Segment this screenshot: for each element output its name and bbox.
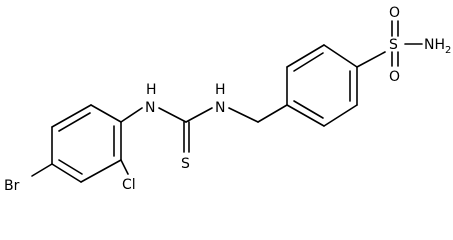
left-nh-n-label: N [145, 100, 155, 116]
molecule-diagram: Br Cl H N S H N O S O NH2 [4, 5, 451, 192]
chlorine-label: Cl [122, 177, 136, 192]
ring1-bond-1 [90, 104, 122, 123]
amine-subscript: 2 [445, 45, 451, 56]
sulfonyl-oxygen-top-label: O [389, 5, 400, 21]
benzenesulfonamide-ring [286, 44, 358, 127]
sulfonyl-sulfur-label: S [389, 37, 398, 53]
nh-to-c-bond [158, 107, 187, 123]
ring1-double-1 [58, 112, 91, 132]
right-nh-n-label: N [215, 100, 225, 116]
ring2-double-3 [293, 100, 324, 119]
nh-to-ch2-bond [228, 107, 259, 123]
ring2-bond-6 [286, 104, 325, 127]
ring2-bond-2 [286, 44, 325, 68]
right-nh-h-label: H [215, 82, 226, 98]
ring2-double-1 [293, 52, 324, 72]
ring-to-s-bond [356, 51, 386, 68]
bromochlorophenyl-ring [51, 104, 122, 183]
thione-sulfur-label: S [181, 156, 190, 172]
left-nh-h-label: H [146, 82, 157, 98]
sulfonyl-oxygen-bottom-label: O [389, 69, 400, 85]
ring1-double-2 [58, 159, 83, 175]
ring-to-nh-bond [120, 107, 143, 123]
ring1-bond-4 [51, 163, 82, 183]
ring1-bond-2 [51, 104, 92, 128]
bromine-label: Br [4, 178, 20, 192]
ch2-to-ring-bond [257, 104, 288, 123]
amine-nh2-label: NH2 [424, 37, 451, 56]
c-to-nh-bond [185, 107, 213, 123]
ring2-bond-3 [323, 44, 358, 68]
ring1-bond-5 [80, 159, 122, 183]
ring2-bond-5 [323, 104, 358, 127]
amine-nh-text: NH [424, 37, 445, 53]
br-bond [31, 163, 53, 177]
cl-bond [120, 159, 129, 175]
structure-canvas: Br Cl H N S H N O S O NH2 [4, 5, 451, 192]
